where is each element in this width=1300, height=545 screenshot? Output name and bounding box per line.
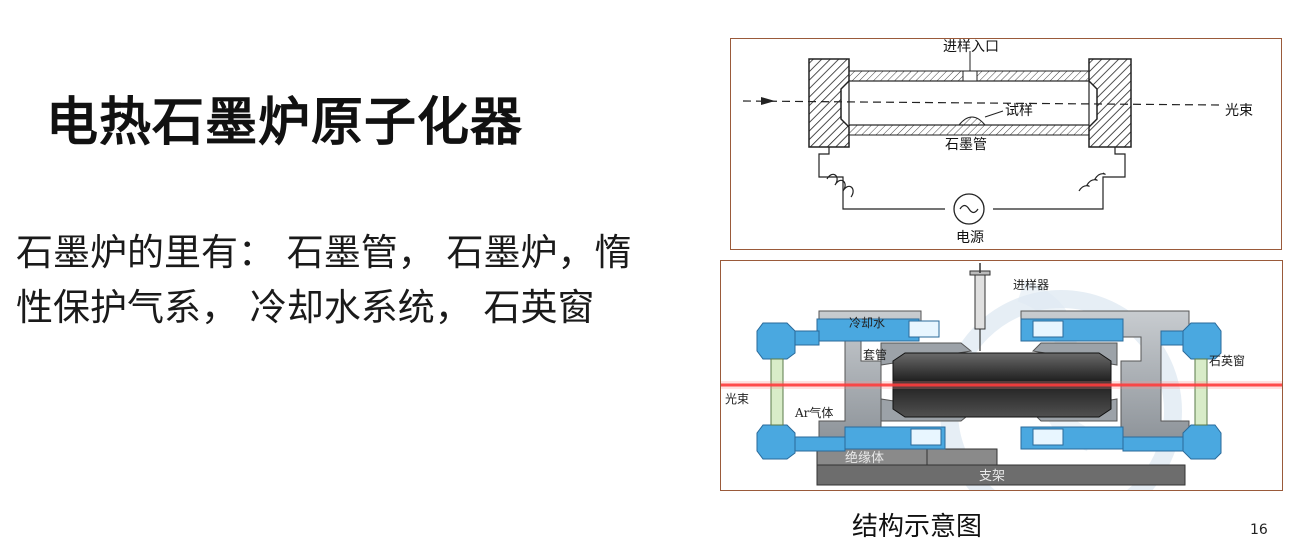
injector-label: 进样器 xyxy=(1013,277,1049,292)
left-end-cap-bottom xyxy=(756,424,796,460)
page-number: 16 xyxy=(1250,522,1268,538)
left-end-cap-top xyxy=(756,322,796,360)
cooling-water-label: 冷却水 xyxy=(849,316,885,330)
sample-label: 试样 xyxy=(1005,103,1033,119)
right-end-cap-bottom xyxy=(1182,424,1222,460)
injector-barrel xyxy=(974,272,986,330)
inlet-label: 进样入口 xyxy=(943,39,999,55)
furnace-schematic-svg: 进样入口 试样 光束 石墨管 电源 xyxy=(742,39,1253,246)
sleeve-label: 套管 xyxy=(863,347,887,362)
quartz-window-right xyxy=(1194,358,1208,426)
tube-label: 石墨管 xyxy=(945,137,987,153)
support-label: 支架 xyxy=(979,469,1005,484)
beam-arrow-icon xyxy=(761,97,775,105)
furnace-structure-diagram: 支架 绝缘体 xyxy=(720,260,1283,491)
tube-lower-wall xyxy=(848,124,1090,136)
right-electrode-block xyxy=(1088,58,1132,148)
slide-title: 电热石墨炉原子化器 xyxy=(46,93,524,153)
sample-dome xyxy=(957,116,987,126)
insulator-label: 绝缘体 xyxy=(845,450,884,466)
left-electrode-block xyxy=(808,58,850,148)
light-beam-line xyxy=(742,100,1220,106)
beam-label: 光束 xyxy=(1225,103,1253,119)
quartz-window-label: 石英窗 xyxy=(1209,354,1245,368)
beam-label-bottom: 光束 xyxy=(725,392,749,406)
right-wire xyxy=(993,147,1126,210)
body-line-1: 石墨炉的里有： 石墨管， 石墨炉，惰 xyxy=(16,231,632,274)
inlet-notch xyxy=(962,70,978,82)
left-wire xyxy=(818,147,945,210)
ac-wave-icon xyxy=(959,204,979,214)
quartz-window-left xyxy=(770,358,784,426)
ar-gas-label: Ar气体 xyxy=(794,405,833,420)
body-text: 石墨炉的里有： 石墨管， 石墨炉，惰 性保护气系， 冷却水系统， 石英窗 xyxy=(16,225,676,335)
diagram-caption: 结构示意图 xyxy=(852,512,983,542)
furnace-structure-svg: 支架 绝缘体 xyxy=(721,263,1282,490)
left-coil xyxy=(826,173,854,198)
body-line-2: 性保护气系， 冷却水系统， 石英窗 xyxy=(16,286,595,329)
right-coil xyxy=(1078,172,1106,192)
support-base xyxy=(816,464,1186,486)
furnace-schematic-diagram: 进样入口 试样 光束 石墨管 电源 xyxy=(730,38,1282,250)
power-label: 电源 xyxy=(956,230,984,246)
